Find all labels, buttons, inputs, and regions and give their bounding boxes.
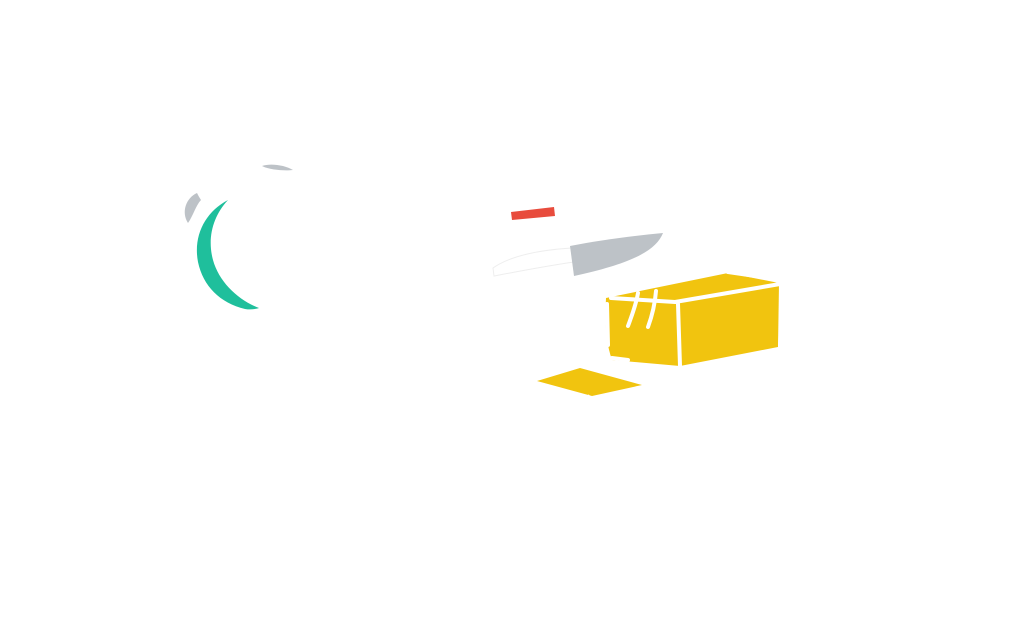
bowl-left-gray-accent: [184, 193, 201, 223]
butter-slice-edge: [587, 394, 592, 400]
butter-slice: [537, 368, 642, 396]
knife-icon: [492, 207, 663, 277]
butter-block-icon: [605, 270, 785, 368]
butter-block-edge: [609, 270, 785, 368]
butter-slice-icon: [537, 368, 642, 400]
bowl-rim-highlight: [262, 164, 293, 171]
knife-blade: [570, 233, 663, 276]
knife-stripe: [511, 207, 555, 220]
bowl-icon: [184, 164, 293, 310]
knife-handle: [492, 247, 575, 277]
bowl-teal-curve: [196, 200, 259, 310]
butter-block-drip-lines: [605, 289, 658, 362]
butter-block-body: [605, 273, 779, 366]
